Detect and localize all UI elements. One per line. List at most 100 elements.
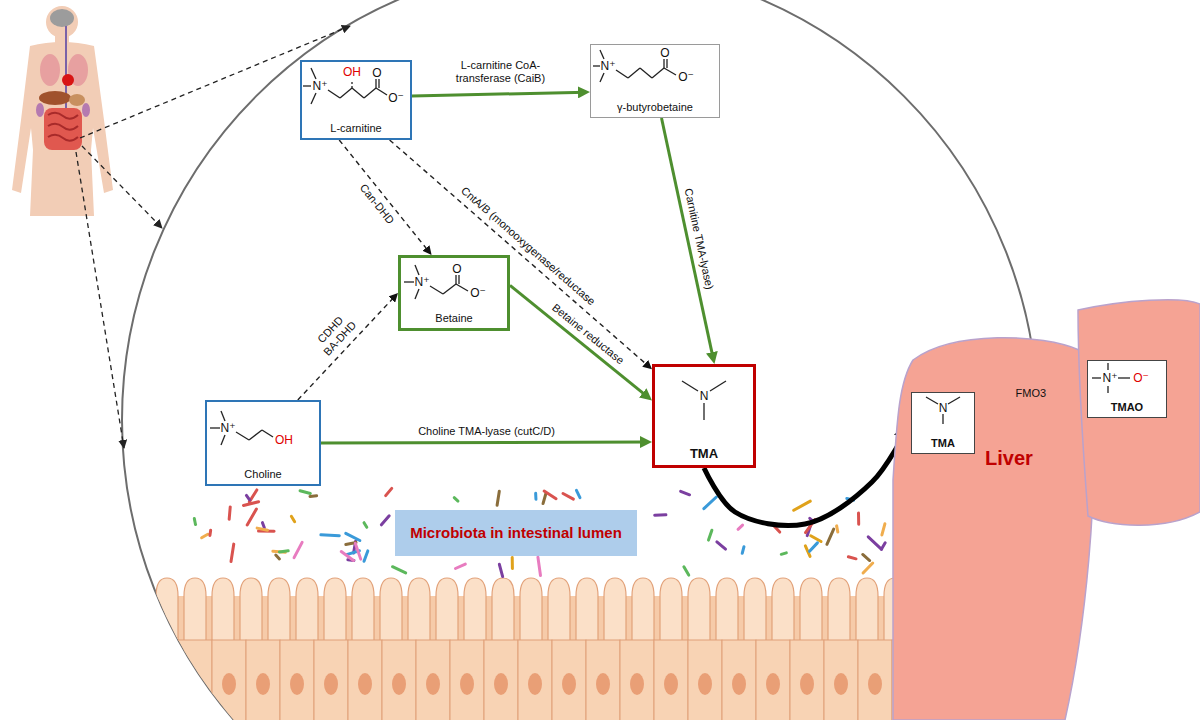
region-label: Microbiota in intestinal lumen (410, 524, 622, 542)
metabolite-box: TMAO (1087, 360, 1167, 418)
atom-symbol: OH (343, 66, 361, 78)
bacterium (682, 565, 691, 577)
compound-box: Choline (205, 400, 321, 486)
bacterium (847, 555, 858, 561)
bacterium (880, 522, 887, 537)
intestine-folds (48, 113, 78, 141)
kidney (82, 103, 90, 117)
chemical-bond (600, 50, 604, 59)
chemical-bond (664, 68, 676, 75)
compound-name: TMA (931, 437, 955, 450)
pathway-arrow (510, 285, 649, 397)
bacterium (344, 531, 362, 542)
epithelial-cell (824, 640, 858, 720)
chemical-bond (221, 435, 225, 445)
bacterium (861, 561, 875, 575)
chemical-bond (600, 73, 604, 82)
atom-symbol: O⁻ (1133, 372, 1149, 384)
chemical-bond (593, 65, 600, 66)
atom-symbol: O⁻ (470, 287, 486, 299)
chemical-bond (376, 88, 387, 95)
cell-nucleus (392, 673, 406, 695)
bacterium (498, 562, 505, 578)
epithelial-cell (518, 640, 552, 720)
epithelial-cell (620, 640, 654, 720)
cell-nucleus (732, 673, 746, 695)
atom-symbol: O (660, 47, 669, 59)
chemical-bond (628, 68, 640, 78)
bacterium (200, 532, 210, 539)
atom-symbol: O (372, 67, 381, 79)
bacterium (298, 489, 312, 495)
cell-nucleus (834, 673, 848, 695)
chemical-bond (311, 68, 316, 79)
epithelial-cell (416, 640, 450, 720)
chemical-bond (415, 289, 419, 299)
chemical-bond (430, 286, 443, 294)
chemical-bond (303, 85, 311, 86)
bacterium (574, 488, 582, 499)
bacterium (278, 549, 290, 553)
epithelial-cell (314, 640, 348, 720)
epithelial-cell (654, 640, 688, 720)
atom-symbol: N (939, 402, 948, 414)
chemical-bond (210, 427, 220, 428)
epithelial-cell (212, 640, 246, 720)
kidney (36, 103, 44, 117)
product-box: TMA (652, 364, 756, 468)
compound-name: Choline (244, 468, 281, 481)
cell-nucleus (664, 673, 678, 695)
epithelial-cell (382, 640, 416, 720)
chemical-bond (663, 59, 664, 68)
intestine (44, 108, 82, 150)
cell-nucleus (630, 673, 644, 695)
chemical-bond (221, 411, 225, 421)
chemical-bond (340, 88, 352, 98)
pathway-arrow (321, 441, 648, 445)
bacterium (362, 521, 369, 530)
bacterium (274, 553, 282, 561)
dashed-arrow (298, 295, 396, 400)
compound-name: L-carnitine (330, 122, 381, 135)
cell-nucleus (426, 673, 440, 695)
organ-label: Liver (985, 446, 1033, 470)
chemical-bond (666, 59, 667, 68)
bacterium (391, 565, 408, 575)
chemical-bond (443, 284, 456, 294)
chemical-bond (375, 79, 376, 88)
bacterium (779, 551, 788, 556)
bacterium (542, 489, 558, 501)
bacterium (245, 507, 258, 527)
epithelial-cell (178, 640, 212, 720)
atom-symbol: O⁻ (678, 71, 694, 83)
bacterium (740, 545, 745, 555)
cell-nucleus (120, 673, 134, 695)
cell-nucleus (868, 673, 882, 695)
villus (128, 578, 150, 652)
bacterium (715, 540, 728, 551)
cell-nucleus (766, 673, 780, 695)
cell-nucleus (528, 673, 542, 695)
chemical-bond (1118, 377, 1130, 378)
bacterium (534, 492, 537, 501)
epithelial-cell (552, 640, 586, 720)
liver-lobe (1078, 300, 1200, 526)
head (46, 6, 78, 38)
body-silhouette (12, 42, 113, 216)
atom-symbol: N⁺ (415, 276, 430, 288)
bacterium (825, 527, 836, 546)
bacterium (228, 505, 232, 521)
bacterium (242, 500, 261, 507)
cell-nucleus (324, 673, 338, 695)
enzyme-label: Choline TMA-lyase (cutC/D) (416, 424, 557, 437)
epithelial-cell (144, 640, 178, 720)
heart (62, 74, 74, 86)
bacterium (379, 514, 391, 527)
bacterium (208, 529, 212, 538)
atom-symbol: N⁺ (221, 422, 236, 434)
epithelial-cell (110, 640, 144, 720)
bacterium (353, 541, 362, 561)
chemical-bond (328, 90, 340, 98)
